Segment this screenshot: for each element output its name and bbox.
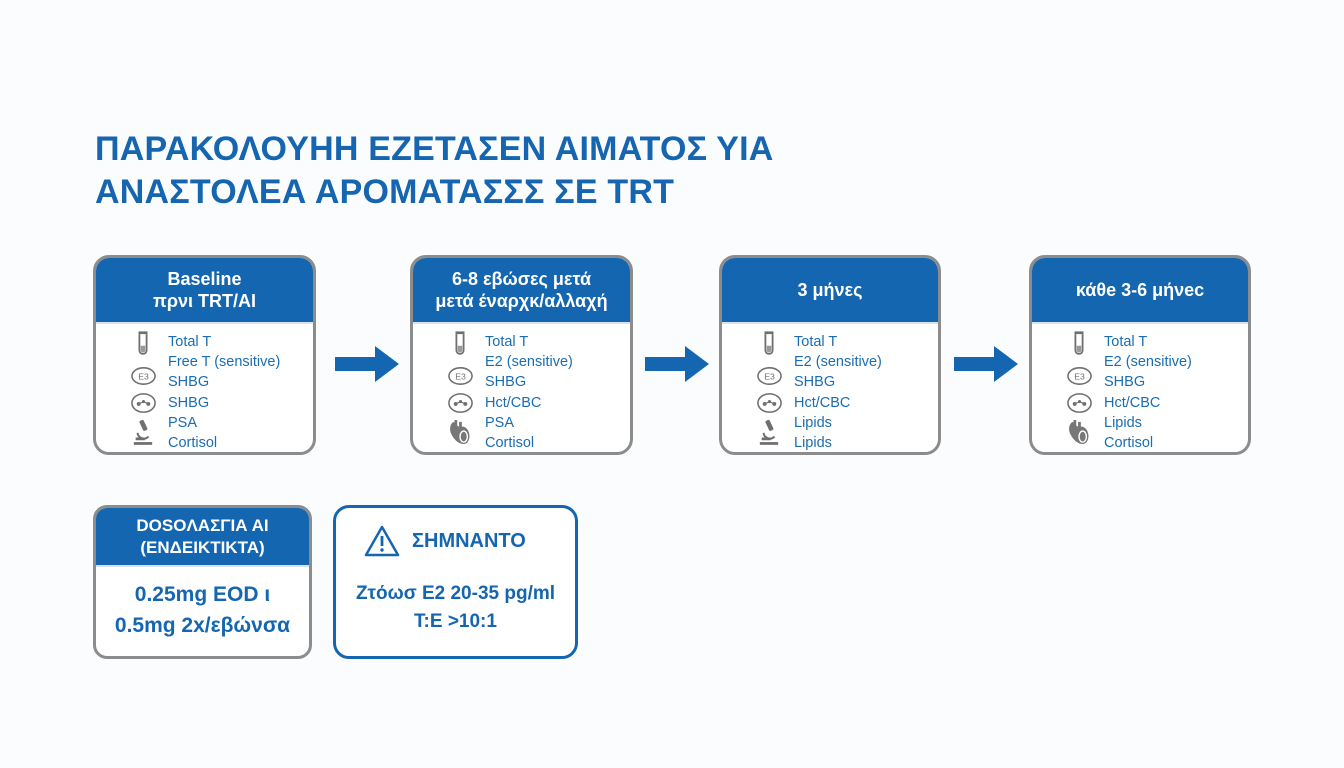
e3-badge-icon <box>130 366 157 386</box>
test-item: PSA <box>168 414 198 431</box>
test-item: Total T <box>168 334 212 350</box>
timeline-card-baseline: Baseline πρνι TRT/AI Total T Free T (sen… <box>93 255 316 455</box>
test-item: SHBG <box>168 374 210 391</box>
test-item: Hct/CBC <box>485 394 542 411</box>
test-item: PSA <box>485 414 515 431</box>
icon-column <box>1066 330 1092 447</box>
test-item: SHBG <box>168 394 210 411</box>
dosing-header-line: DOSOΛΑΣΓΙΑ ΑΙ <box>136 515 269 535</box>
alert-body: Ζτόωσ E2 20-35 pg/ml T:E >10:1 <box>336 580 575 636</box>
blood-cells-icon <box>1066 392 1093 414</box>
card-header: 3 μήνες <box>722 258 938 324</box>
timeline-card-every-3-6-months: κάθe 3-6 μήνec Total T E2 (sensitive) SH… <box>1029 255 1251 455</box>
microscope-icon <box>758 418 780 446</box>
heart-icon <box>1067 417 1091 447</box>
microscope-icon <box>132 418 154 446</box>
test-item: Hct/CBC <box>794 394 851 411</box>
dosing-header-line: (ΕΝΔΕΙΚΤΙΚΤΑ) <box>140 537 265 557</box>
test-list: Total T E2 (sensitive) SHBG Hct/CBC Lipi… <box>1104 332 1192 452</box>
blood-cells-icon <box>130 392 157 414</box>
icon-column <box>130 330 156 446</box>
card-header: 6-8 εβώσες μετά μετά έναρχκ/αλλαχή <box>413 258 630 324</box>
e3-badge-icon <box>1066 366 1093 386</box>
page-title: ΠΑΡΑΚΟΛΟΥΗΗ ΕΖΕΤΑΣΕΝ ΑΙΜΑΤΟΣ ΥΙΑ ΑΝΑΣΤΟΛ… <box>95 128 774 214</box>
blood-cells-icon <box>756 392 783 414</box>
test-list: Total T E2 (sensitive) SHBG Hct/CBC Lipi… <box>794 332 882 452</box>
test-item: Lipids <box>794 435 832 452</box>
test-item: SHBG <box>1104 374 1146 391</box>
test-item: Hct/CBC <box>1104 394 1161 411</box>
test-item: Cortisol <box>1104 435 1154 452</box>
icon-column <box>447 330 473 447</box>
timeline-card-6-8-weeks: 6-8 εβώσες μετά μετά έναρχκ/αλλαχή Total… <box>410 255 633 455</box>
test-item: Lipids <box>1104 414 1142 431</box>
test-item: E2 (sensitive) <box>794 354 882 371</box>
blood-cells-icon <box>447 392 474 414</box>
title-line-1: ΠΑΡΑΚΟΛΟΥΗΗ ΕΖΕΤΑΣΕΝ ΑΙΜΑΤΟΣ ΥΙΑ <box>95 130 774 168</box>
icon-column <box>756 330 782 446</box>
alert-line: Ζτόωσ E2 20-35 pg/ml <box>355 583 556 604</box>
test-item: SHBG <box>485 374 527 391</box>
test-item: E2 (sensitive) <box>1104 354 1192 371</box>
card-header-line: Baseline <box>167 269 242 289</box>
arrow-right-icon <box>335 346 399 382</box>
test-item: Cortisol <box>168 435 218 452</box>
dosing-header: DOSOΛΑΣΓΙΑ ΑΙ (ΕΝΔΕΙΚΤΙΚΤΑ) <box>96 508 309 567</box>
card-header-line: 3 μήνες <box>797 280 863 300</box>
card-header-line: μετά έναρχκ/αλλαχή <box>435 291 608 311</box>
test-tube-icon <box>134 330 152 358</box>
test-tube-icon <box>451 330 469 358</box>
arrow-right-icon <box>954 346 1018 382</box>
card-header: κάθe 3-6 μήνec <box>1032 258 1248 324</box>
e3-badge-icon <box>756 366 783 386</box>
e3-badge-icon <box>447 366 474 386</box>
dosing-card: DOSOΛΑΣΓΙΑ ΑΙ (ΕΝΔΕΙΚΤΙΚΤΑ) 0.25mg EOD ι… <box>93 505 312 659</box>
test-item: Lipids <box>794 414 832 431</box>
test-tube-icon <box>760 330 778 358</box>
arrow-right-icon <box>645 346 709 382</box>
warning-icon <box>364 525 400 557</box>
test-item: Total T <box>485 334 529 350</box>
test-item: E2 (sensitive) <box>485 354 573 371</box>
test-list: Total T E2 (sensitive) SHBG Hct/CBC PSA … <box>485 332 573 452</box>
test-tube-icon <box>1070 330 1088 358</box>
test-item: Free T (sensitive) <box>168 354 281 371</box>
dosing-body: 0.25mg EOD ι 0.5mg 2x/εβώνσα <box>96 567 309 641</box>
alert-line: T:E >10:1 <box>414 611 497 632</box>
card-header-line: κάθe 3-6 μήνec <box>1075 280 1205 300</box>
test-item: SHBG <box>794 374 836 391</box>
test-item: Total T <box>794 334 838 350</box>
card-header-line: 6-8 εβώσες μετά <box>451 269 592 289</box>
card-header: Baseline πρνι TRT/AI <box>96 258 313 324</box>
alert-header: ΣΗΜΝΑΝΤΟ <box>364 525 526 557</box>
test-item: Cortisol <box>485 435 535 452</box>
alert-title: ΣΗΜΝΑΝΤΟ <box>412 529 526 552</box>
card-header-line: πρνι TRT/AI <box>153 291 256 311</box>
important-alert-box: ΣΗΜΝΑΝΤΟ Ζτόωσ E2 20-35 pg/ml T:E >10:1 <box>333 505 578 659</box>
timeline-card-3-months: 3 μήνες Total T E2 (sensitive) SHBG Hct/… <box>719 255 941 455</box>
heart-icon <box>448 417 472 447</box>
dosing-line: 0.25mg EOD ι <box>134 583 271 606</box>
title-line-2: ΑΝΑΣΤΟΛΕΑ ΑΡΟΜΑΤΑΣΣΣ ΣΕ TRT <box>95 173 675 211</box>
dosing-line: 0.5mg 2x/εβώνσα <box>114 614 291 637</box>
test-list: Total T Free T (sensitive) SHBG SHBG PSA… <box>168 332 281 452</box>
test-item: Total T <box>1104 334 1148 350</box>
